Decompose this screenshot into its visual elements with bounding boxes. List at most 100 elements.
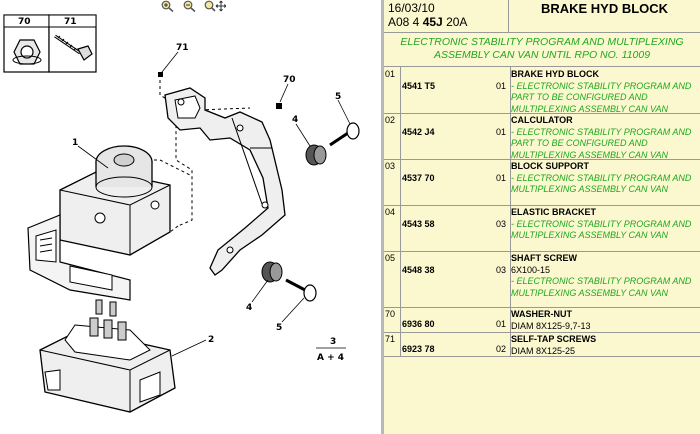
column-divider	[400, 307, 401, 332]
part-row[interactable]: 02 4542 J4 01 CALCULATOR- ELECTRONIC STABIL…	[384, 113, 700, 160]
shaft-screw-upper	[329, 122, 360, 147]
panel-divider[interactable]	[381, 0, 384, 434]
header-date: 16/03/10	[388, 1, 435, 15]
subtitle-divider	[384, 66, 700, 67]
part-name: BRAKE HYD BLOCK	[511, 69, 600, 79]
part-index: 04	[385, 207, 396, 217]
column-divider	[400, 67, 401, 113]
pan-icon[interactable]	[204, 0, 226, 12]
part-name: SHAFT SCREW	[511, 253, 577, 263]
header-reference: A08 4 45J 20A	[388, 15, 467, 29]
part-reference[interactable]: 4541 T5	[402, 81, 436, 91]
part-quantity: 03	[496, 219, 507, 229]
part-index: 71	[385, 334, 396, 344]
part-quantity: 02	[496, 344, 507, 354]
part-dimensions: DIAM 8X125-9,7-13	[511, 320, 591, 331]
inset-label-70: 70	[18, 17, 31, 27]
callout-71: 71	[176, 43, 189, 53]
callout-2: 2	[208, 335, 214, 345]
part-quantity: 01	[496, 81, 507, 91]
block-support-bracket	[164, 87, 286, 276]
applicability-subtitle: ELECTRONIC STABILITY PROGRAM AND MULTIPL…	[400, 36, 684, 61]
part-row[interactable]: 01 4541 T5 01 BRAKE HYD BLOCK- ELECTRONIC S…	[384, 67, 700, 114]
callout-4-upper: 4	[292, 115, 298, 125]
ref-prefix: A08 4	[388, 15, 420, 29]
part-description: ELASTIC BRACKET- ELECTRONIC STABILITY PR…	[511, 207, 699, 242]
part-applicability: - ELECTRONIC STABILITY PROGRAM AND MULTI…	[511, 276, 692, 298]
part-applicability: - ELECTRONIC STABILITY PROGRAM AND MULTI…	[511, 172, 692, 195]
hydraulic-block-unit	[27, 145, 171, 301]
parts-diagram: 70 71	[3, 0, 360, 413]
callout-70: 70	[283, 75, 296, 85]
column-divider	[510, 113, 511, 159]
part-name: CALCULATOR	[511, 115, 573, 125]
column-divider	[400, 205, 401, 251]
part-reference[interactable]: 4543 58	[402, 219, 435, 229]
part-index: 05	[385, 253, 396, 263]
column-divider	[510, 332, 511, 356]
column-divider	[510, 307, 511, 332]
callout-3-ref: A + 4	[317, 353, 344, 363]
part-name: BLOCK SUPPORT	[511, 161, 590, 171]
part-dimensions: 6X100-15	[511, 264, 551, 275]
part-index: 01	[385, 69, 396, 79]
callout-5-lower: 5	[276, 323, 282, 333]
page-title: BRAKE HYD BLOCK	[540, 1, 669, 16]
part-applicability: - ELECTRONIC STABILITY PROGRAM AND MULTI…	[511, 218, 692, 241]
part-reference[interactable]: 6936 80	[402, 319, 435, 329]
part-description: CALCULATOR- ELECTRONIC STABILITY PROGRAM…	[511, 115, 699, 161]
column-divider	[400, 159, 401, 205]
calculator-ecu	[39, 299, 176, 413]
column-divider	[510, 205, 511, 251]
part-dimensions: DIAM 8X125-25	[511, 345, 576, 356]
marker-71	[158, 72, 163, 77]
part-reference[interactable]: 6923 78	[402, 344, 435, 354]
inset-self-tap-screw: 71	[48, 14, 97, 73]
ref-bold: 45J	[422, 15, 443, 29]
ref-suffix: 20A	[446, 15, 468, 29]
part-description: BRAKE HYD BLOCK- ELECTRONIC STABILITY PR…	[511, 69, 699, 115]
part-name: SELF-TAP SCREWS	[511, 334, 597, 344]
inset-washer-nut: 70	[3, 14, 50, 73]
elastic-bracket-upper	[305, 144, 327, 166]
header-meta: 16/03/10 A08 4 45J 20A	[386, 0, 509, 32]
exploded-view-drawing: 70 71	[3, 14, 360, 413]
part-quantity: 03	[496, 265, 507, 275]
part-reference[interactable]: 4542 J4	[402, 127, 435, 137]
zoom-in-icon[interactable]	[160, 0, 174, 12]
column-divider	[510, 251, 511, 307]
part-row[interactable]: 04 4543 58 03 ELASTIC BRACKET- ELECTRONIC S…	[384, 205, 700, 252]
part-quantity: 01	[496, 127, 507, 137]
part-index: 02	[385, 115, 396, 125]
part-applicability: - ELECTRONIC STABILITY PROGRAM AND PART …	[511, 80, 692, 114]
part-name: WASHER-NUT	[511, 309, 572, 319]
part-description: BLOCK SUPPORT- ELECTRONIC STABILITY PROG…	[511, 161, 699, 196]
callout-5-upper: 5	[335, 92, 341, 102]
parts-list-panel: 16/03/10 A08 4 45J 20A BRAKE HYD BLOCK E…	[384, 0, 700, 434]
callout-4-lower: 4	[246, 303, 252, 313]
part-reference[interactable]: 4548 38	[402, 265, 435, 275]
column-divider	[400, 332, 401, 356]
inset-label-71: 71	[64, 17, 77, 27]
zoom-out-icon[interactable]	[182, 0, 196, 12]
column-divider	[400, 113, 401, 159]
column-divider	[510, 159, 511, 205]
part-reference[interactable]: 4537 70	[402, 173, 435, 183]
diagram-toolbar	[160, 0, 226, 12]
part-index: 03	[385, 161, 396, 171]
part-index: 70	[385, 309, 396, 319]
part-quantity: 01	[496, 319, 507, 329]
marker-70	[276, 103, 282, 109]
shaft-screw-lower	[285, 278, 317, 302]
elastic-bracket-lower	[261, 261, 283, 283]
part-applicability: - ELECTRONIC STABILITY PROGRAM AND PART …	[511, 126, 692, 160]
callout-3: 3	[330, 337, 336, 347]
column-divider	[400, 251, 401, 307]
